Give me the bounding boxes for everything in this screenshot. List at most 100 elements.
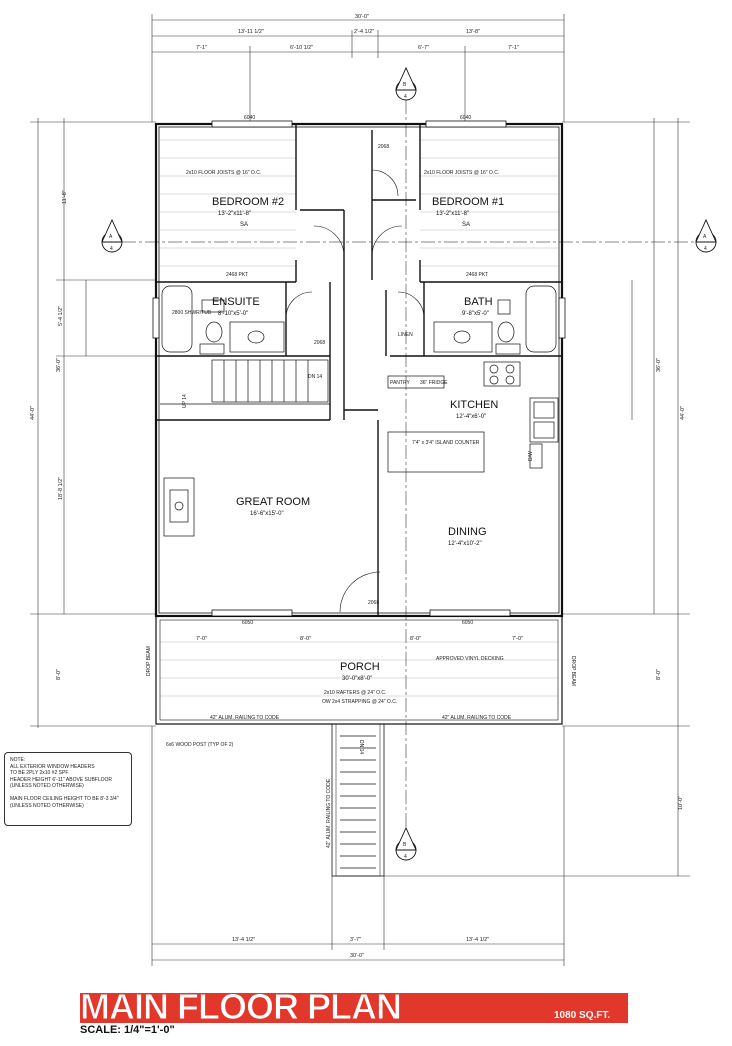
window-label-bed2: 6040 <box>244 115 255 121</box>
dim-bottom-overall: 30'-0" <box>350 953 364 959</box>
pocket-door-bed1: 2468 PKT <box>466 272 488 278</box>
note-line-6: (UNLESS NOTED OTHERWISE) <box>10 802 84 809</box>
room-bedroom1-name: BEDROOM #1 <box>432 196 504 208</box>
section-b-bottom-sheet: 4 <box>404 854 407 860</box>
room-bath-name: BATH <box>464 296 493 308</box>
railing-label-right: 42" ALUM. RAILING TO CODE <box>442 715 512 721</box>
note-line-4: (UNLESS NOTED OTHERWISE) <box>10 783 84 790</box>
door-label-closet: 2068 <box>378 144 389 150</box>
general-notes-box: NOTE: ALL EXTERIOR WINDOW HEADERS TO BE … <box>4 752 132 826</box>
section-lines <box>122 100 696 828</box>
stair-railing-label: 42" ALUM. RAILING TO CODE <box>326 778 332 848</box>
door-swings <box>285 169 425 613</box>
dim-top-a: 7'-1" <box>196 45 207 51</box>
section-b-top-sheet: 4 <box>404 94 407 100</box>
joist-label-bed2: 2x10 FLOOR JOISTS @ 16" O.C. <box>186 170 261 176</box>
dim-top-b: 6'-10 1/2" <box>290 45 313 51</box>
room-bedroom1-size: 13'-2"x11'-8" <box>436 211 469 217</box>
interior-walls <box>156 124 562 616</box>
stair-dn-label: DN 14 <box>358 740 364 754</box>
section-a-right-sheet: 4 <box>704 246 707 252</box>
right-dimension-lines <box>384 118 690 877</box>
drop-beam-right: DROP BEAM <box>570 656 576 686</box>
room-ensuite-size: 8'-10"x5'-0" <box>218 311 248 317</box>
dim-top-right: 13'-8" <box>466 29 480 35</box>
dim-left-ensuite: 5'-4 1/2" <box>58 306 64 326</box>
dim-top-mid: 2'-4 1/2" <box>354 29 374 35</box>
interior-stair <box>160 359 330 405</box>
room-kitchen-name: KITCHEN <box>450 399 498 411</box>
dim-top-d: 7'-1" <box>508 45 519 51</box>
dim-right-stairs: 10'-0" <box>678 796 684 810</box>
island-label: 7'4" x 3'4" ISLAND COUNTER <box>412 440 480 446</box>
interior-stair-dn: DN 14 <box>308 374 322 380</box>
room-bedroom1-sa: SA <box>462 222 470 228</box>
dim-left-bed: 11'-8" <box>62 190 68 204</box>
drop-beam-left: DROP BEAM <box>146 646 152 676</box>
note-line-3: HEADER HEIGHT 6'-11" ABOVE SUBFLOOR <box>10 776 113 783</box>
dim-right-house: 36'-0" <box>656 358 662 372</box>
railing-label-left: 42" ALUM. RAILING TO CODE <box>210 715 280 721</box>
section-marker-a-left <box>101 218 123 253</box>
note-line-2: TO BE 2PLY 2x10 #2 SPF <box>10 770 69 777</box>
section-b-bottom-letter: B <box>403 842 407 848</box>
dishwasher-label: D/W <box>528 451 534 461</box>
wood-post-label: 6x6 WOOD POST (TYP OF 2) <box>166 742 234 748</box>
room-porch-name: PORCH <box>340 661 380 673</box>
room-great-size: 16'-6"x15'-0" <box>250 511 284 517</box>
bath-fixtures <box>161 285 557 355</box>
section-a-right-letter: A <box>703 234 707 240</box>
room-great-name: GREAT ROOM <box>236 496 310 508</box>
dim-porch-b: 8'-0" <box>300 636 311 642</box>
vinyl-decking-label: APPROVED VINYL DECKING <box>436 656 504 662</box>
bottom-dimension-lines <box>151 726 565 966</box>
dim-top-c: 6'-7" <box>418 45 429 51</box>
door-label-front: 2068 <box>368 600 379 606</box>
kitchen-fixtures <box>163 361 559 537</box>
dim-bottom-left: 13'-4 1/2" <box>232 937 255 943</box>
plan-area: 1080 SQ.FT. <box>554 1010 611 1021</box>
room-dining-size: 12'-4"x10'-2" <box>448 541 482 547</box>
floor-joist-hatching <box>160 139 558 697</box>
porch-stairs <box>331 723 385 877</box>
plan-scale: SCALE: 1/4"=1'-0" <box>80 1024 175 1036</box>
room-ensuite-name: ENSUITE <box>212 296 260 308</box>
pocket-door-bed2: 2468 PKT <box>226 272 248 278</box>
dim-porch-d: 7'-0" <box>512 636 523 642</box>
dim-right-porch: 8'-0" <box>656 669 662 680</box>
interior-stair-up: UP 14 <box>182 394 188 408</box>
left-dimension-lines <box>30 118 156 728</box>
top-dimension-lines <box>151 14 565 122</box>
dim-porch-c: 8'-0" <box>410 636 421 642</box>
note-line-5: MAIN FLOOR CEILING HEIGHT TO BE 8'-3 3/4… <box>10 795 119 802</box>
room-bath-size: 9'-8"x5'-0" <box>462 311 489 317</box>
shower-label: 2800 SHWR/TUB <box>172 310 212 316</box>
dim-overall-top: 30'-0" <box>355 14 369 20</box>
section-a-left-letter: A <box>109 234 113 240</box>
room-bedroom2-name: BEDROOM #2 <box>212 196 284 208</box>
dim-left-house: 36'-0" <box>56 358 62 372</box>
section-a-left-sheet: 4 <box>110 246 113 252</box>
note-heading: NOTE: <box>10 757 26 763</box>
dim-porch-a: 7'-0" <box>196 636 207 642</box>
dim-left-great: 18'-8 1/2" <box>58 477 64 500</box>
dim-left-porch: 8'-0" <box>56 669 62 680</box>
strapping-label: OW 2x4 STRAPPING @ 24" O.C. <box>322 699 397 705</box>
section-marker-a-right <box>695 218 717 253</box>
dim-bottom-mid: 3'-7" <box>350 937 361 943</box>
rafters-label: 2x10 RAFTERS @ 24" O.C. <box>324 690 386 696</box>
note-line-1: ALL EXTERIOR WINDOW HEADERS <box>10 763 95 770</box>
dim-left-overall: 44'-0" <box>30 406 36 420</box>
dim-right-overall: 44'-0" <box>680 406 686 420</box>
joist-label-bed1: 2x10 FLOOR JOISTS @ 16" O.C. <box>424 170 499 176</box>
room-porch-size: 30'-0"x8'-0" <box>342 676 372 682</box>
room-bedroom2-sa: SA <box>240 222 248 228</box>
plan-title: MAIN FLOOR PLAN <box>80 986 403 1027</box>
section-b-top-letter: B <box>403 82 407 88</box>
fridge-label: 36" FRIDGE <box>420 380 448 386</box>
door-label-ensuite: 2068 <box>314 340 325 346</box>
dim-top-left: 13'-11 1/2" <box>238 29 264 35</box>
pantry-label: PANTRY <box>390 380 410 386</box>
title-bar <box>80 993 628 1023</box>
